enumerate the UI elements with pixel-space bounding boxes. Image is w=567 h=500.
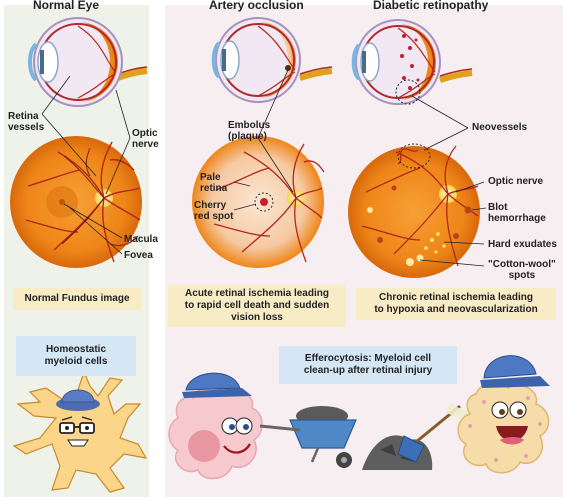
label-efferocytosis: Efferocytosis: Myeloid cell clean-up aft…: [279, 346, 457, 384]
diabetic-fundus: [348, 95, 487, 278]
label-neovessels: Neovessels: [472, 122, 528, 133]
efferocytosis-cell-1: [168, 372, 263, 480]
debris-pile: [362, 435, 433, 470]
label-hard-exudates: Hard exudates: [488, 239, 557, 250]
diabetic-eye-cross-section: [351, 19, 473, 105]
caption-normal-fundus: Normal Fundus image: [13, 288, 141, 310]
label-blot-hemorrhage: Blot hemorrhage: [488, 202, 546, 224]
occlusion-fundus: [192, 69, 325, 268]
label-fovea: Fovea: [124, 250, 153, 261]
label-optic-nerve-normal: Optic nerve: [132, 128, 159, 150]
normal-eye-title: Normal Eye: [33, 0, 100, 12]
label-optic-nerve-diabetic: Optic nerve: [488, 176, 544, 187]
label-cotton-wool-spots: "Cotton-wool" spots: [488, 259, 556, 281]
label-retina-vessels: Retina vessels: [8, 111, 45, 133]
label-cherry-red-spot: Cherry red spot: [194, 200, 234, 222]
wheelbarrow: [259, 406, 357, 468]
homeostatic-myeloid-cell: [12, 370, 148, 493]
normal-eye-cross-section: [28, 17, 148, 107]
label-embolus: Embolus (plaque): [228, 120, 271, 142]
label-macula: Macula: [124, 234, 158, 245]
diabetic-retinopathy-title: Diabetic retinopathy: [373, 0, 489, 12]
occlusion-eye-cross-section: [211, 17, 333, 103]
efferocytosis-cell-2: [457, 355, 550, 474]
caption-acute-ischemia: Acute retinal ischemia leading to rapid …: [168, 285, 346, 327]
label-homeostatic-myeloid-cells: Homeostatic myeloid cells: [16, 336, 136, 376]
label-pale-retina: Pale retina: [200, 172, 228, 194]
normal-fundus: [10, 75, 142, 268]
caption-chronic-ischemia: Chronic retinal ischemia leading to hypo…: [356, 288, 556, 320]
artery-occlusion-title: Artery occlusion: [209, 0, 304, 12]
